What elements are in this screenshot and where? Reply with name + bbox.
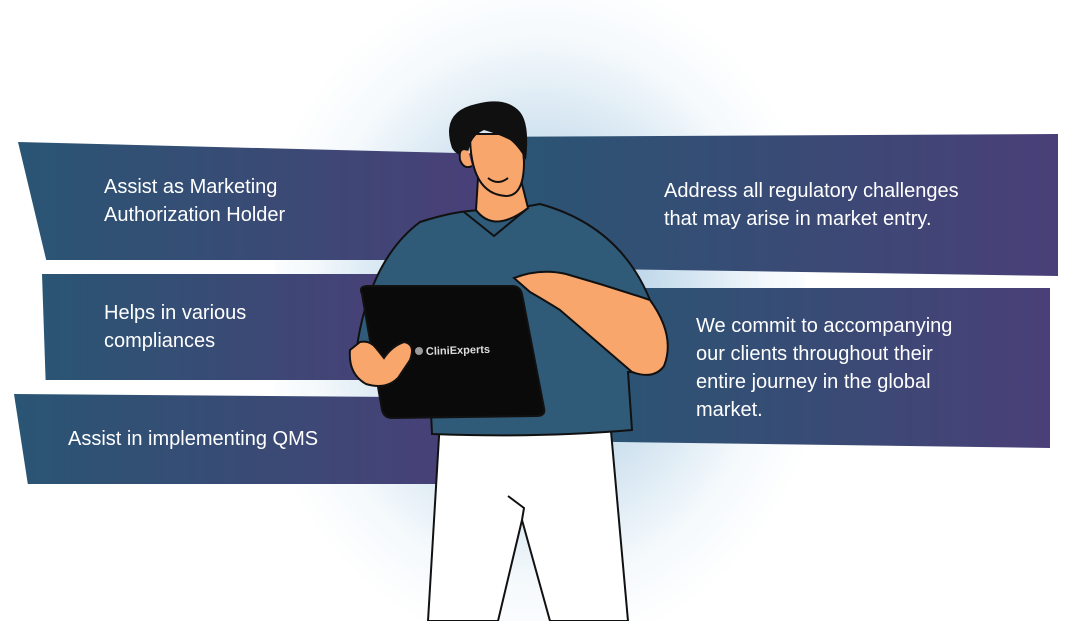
feature-text: Address all regulatory challenges that m… xyxy=(664,180,959,230)
feature-band-marketing-authorization: Assist as Marketing Authorization Holder xyxy=(18,142,488,260)
feature-text: Helps in various compliances xyxy=(104,302,247,352)
feature-band-regulatory-challenges: Address all regulatory challenges that m… xyxy=(496,134,1058,276)
feature-band-qms: Assist in implementing QMS xyxy=(14,394,474,484)
feature-text: We commit to accompanying our clients th… xyxy=(696,315,953,421)
feature-text: Assist as Marketing Authorization Holder xyxy=(104,176,286,226)
feature-text: Assist in implementing QMS xyxy=(68,428,319,450)
feature-band-global-journey: We commit to accompanying our clients th… xyxy=(590,288,1050,448)
feature-band-compliances: Helps in various compliances xyxy=(42,274,402,380)
